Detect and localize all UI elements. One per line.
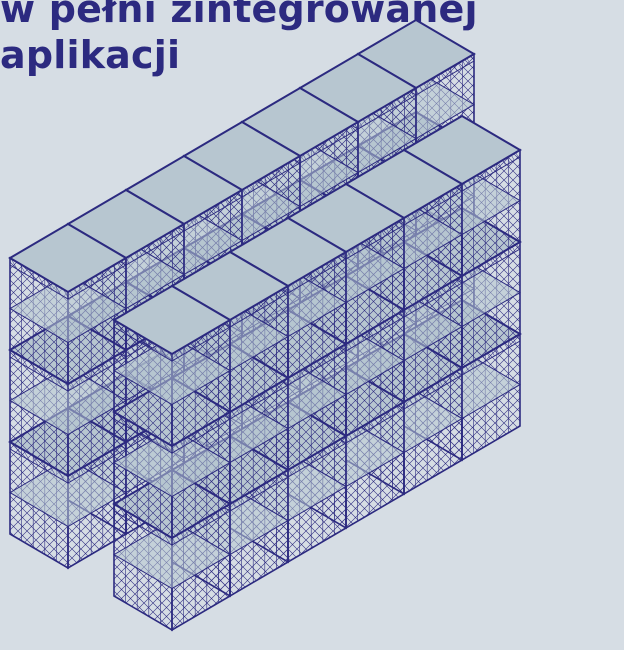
cube-cluster — [10, 20, 520, 630]
cube-38 — [114, 286, 230, 446]
cube-20 — [10, 224, 126, 384]
